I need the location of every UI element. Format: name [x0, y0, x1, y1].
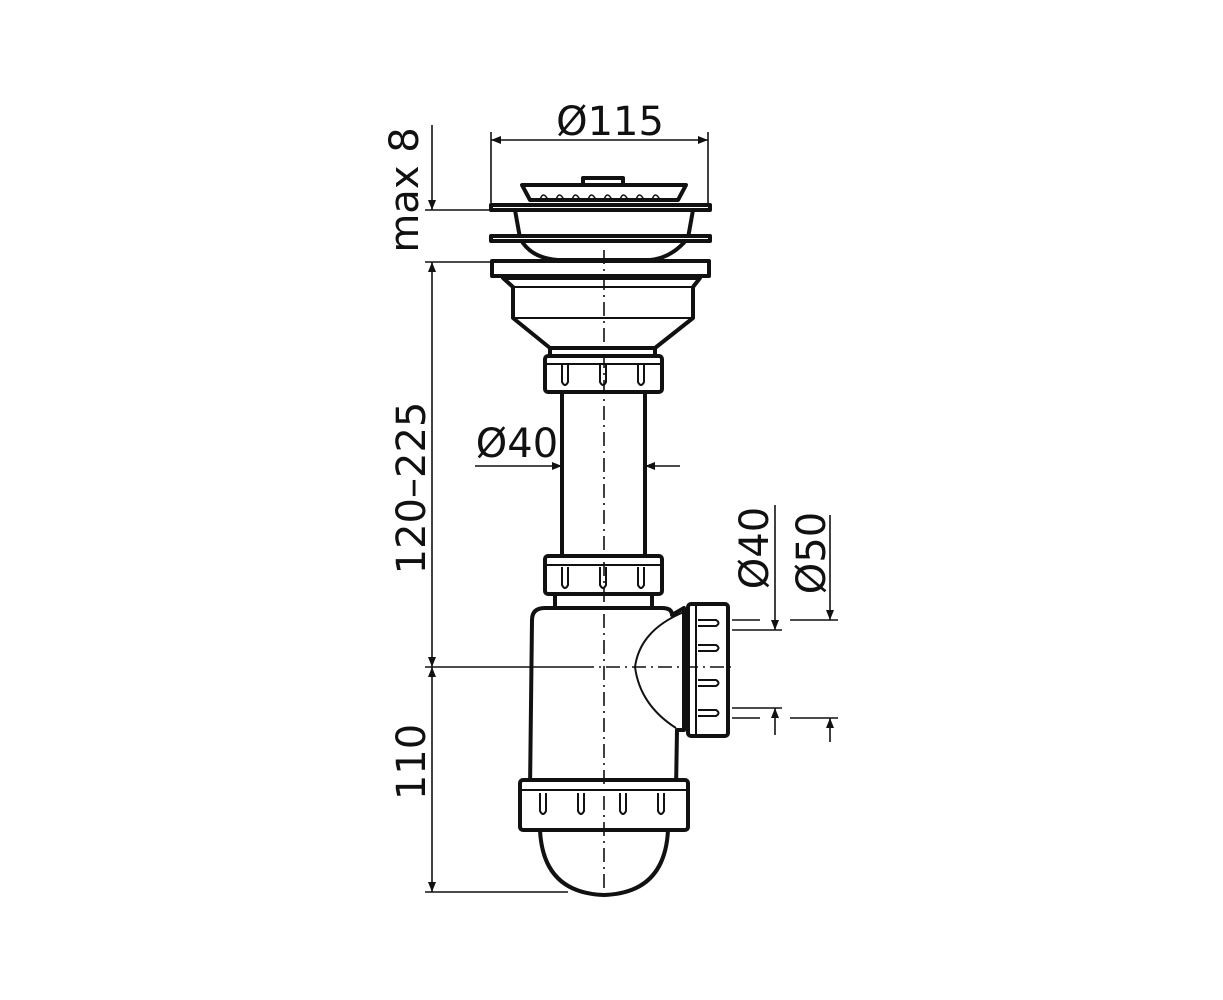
drain-body — [501, 276, 702, 350]
strainer-basket — [489, 176, 712, 262]
dimension-left: max 8 120–225 110 — [382, 125, 580, 893]
dimension-outlet: Ø40 Ø50 — [732, 505, 838, 742]
gasket — [490, 259, 711, 278]
dimension-pipe-diameter: Ø40 — [475, 421, 680, 470]
label-max-8: max 8 — [382, 127, 428, 252]
label-height-range: 120–225 — [389, 402, 435, 575]
label-outlet-inner: Ø40 — [732, 507, 778, 589]
label-outlet-outer: Ø50 — [789, 512, 835, 594]
label-pipe-diameter: Ø40 — [476, 421, 558, 467]
label-trap-height: 110 — [389, 724, 435, 800]
label-top-diameter: Ø115 — [556, 99, 664, 145]
dimension-top-diameter: Ø115 — [490, 99, 709, 203]
outlet-nut — [686, 602, 730, 738]
trap-body — [528, 606, 686, 792]
